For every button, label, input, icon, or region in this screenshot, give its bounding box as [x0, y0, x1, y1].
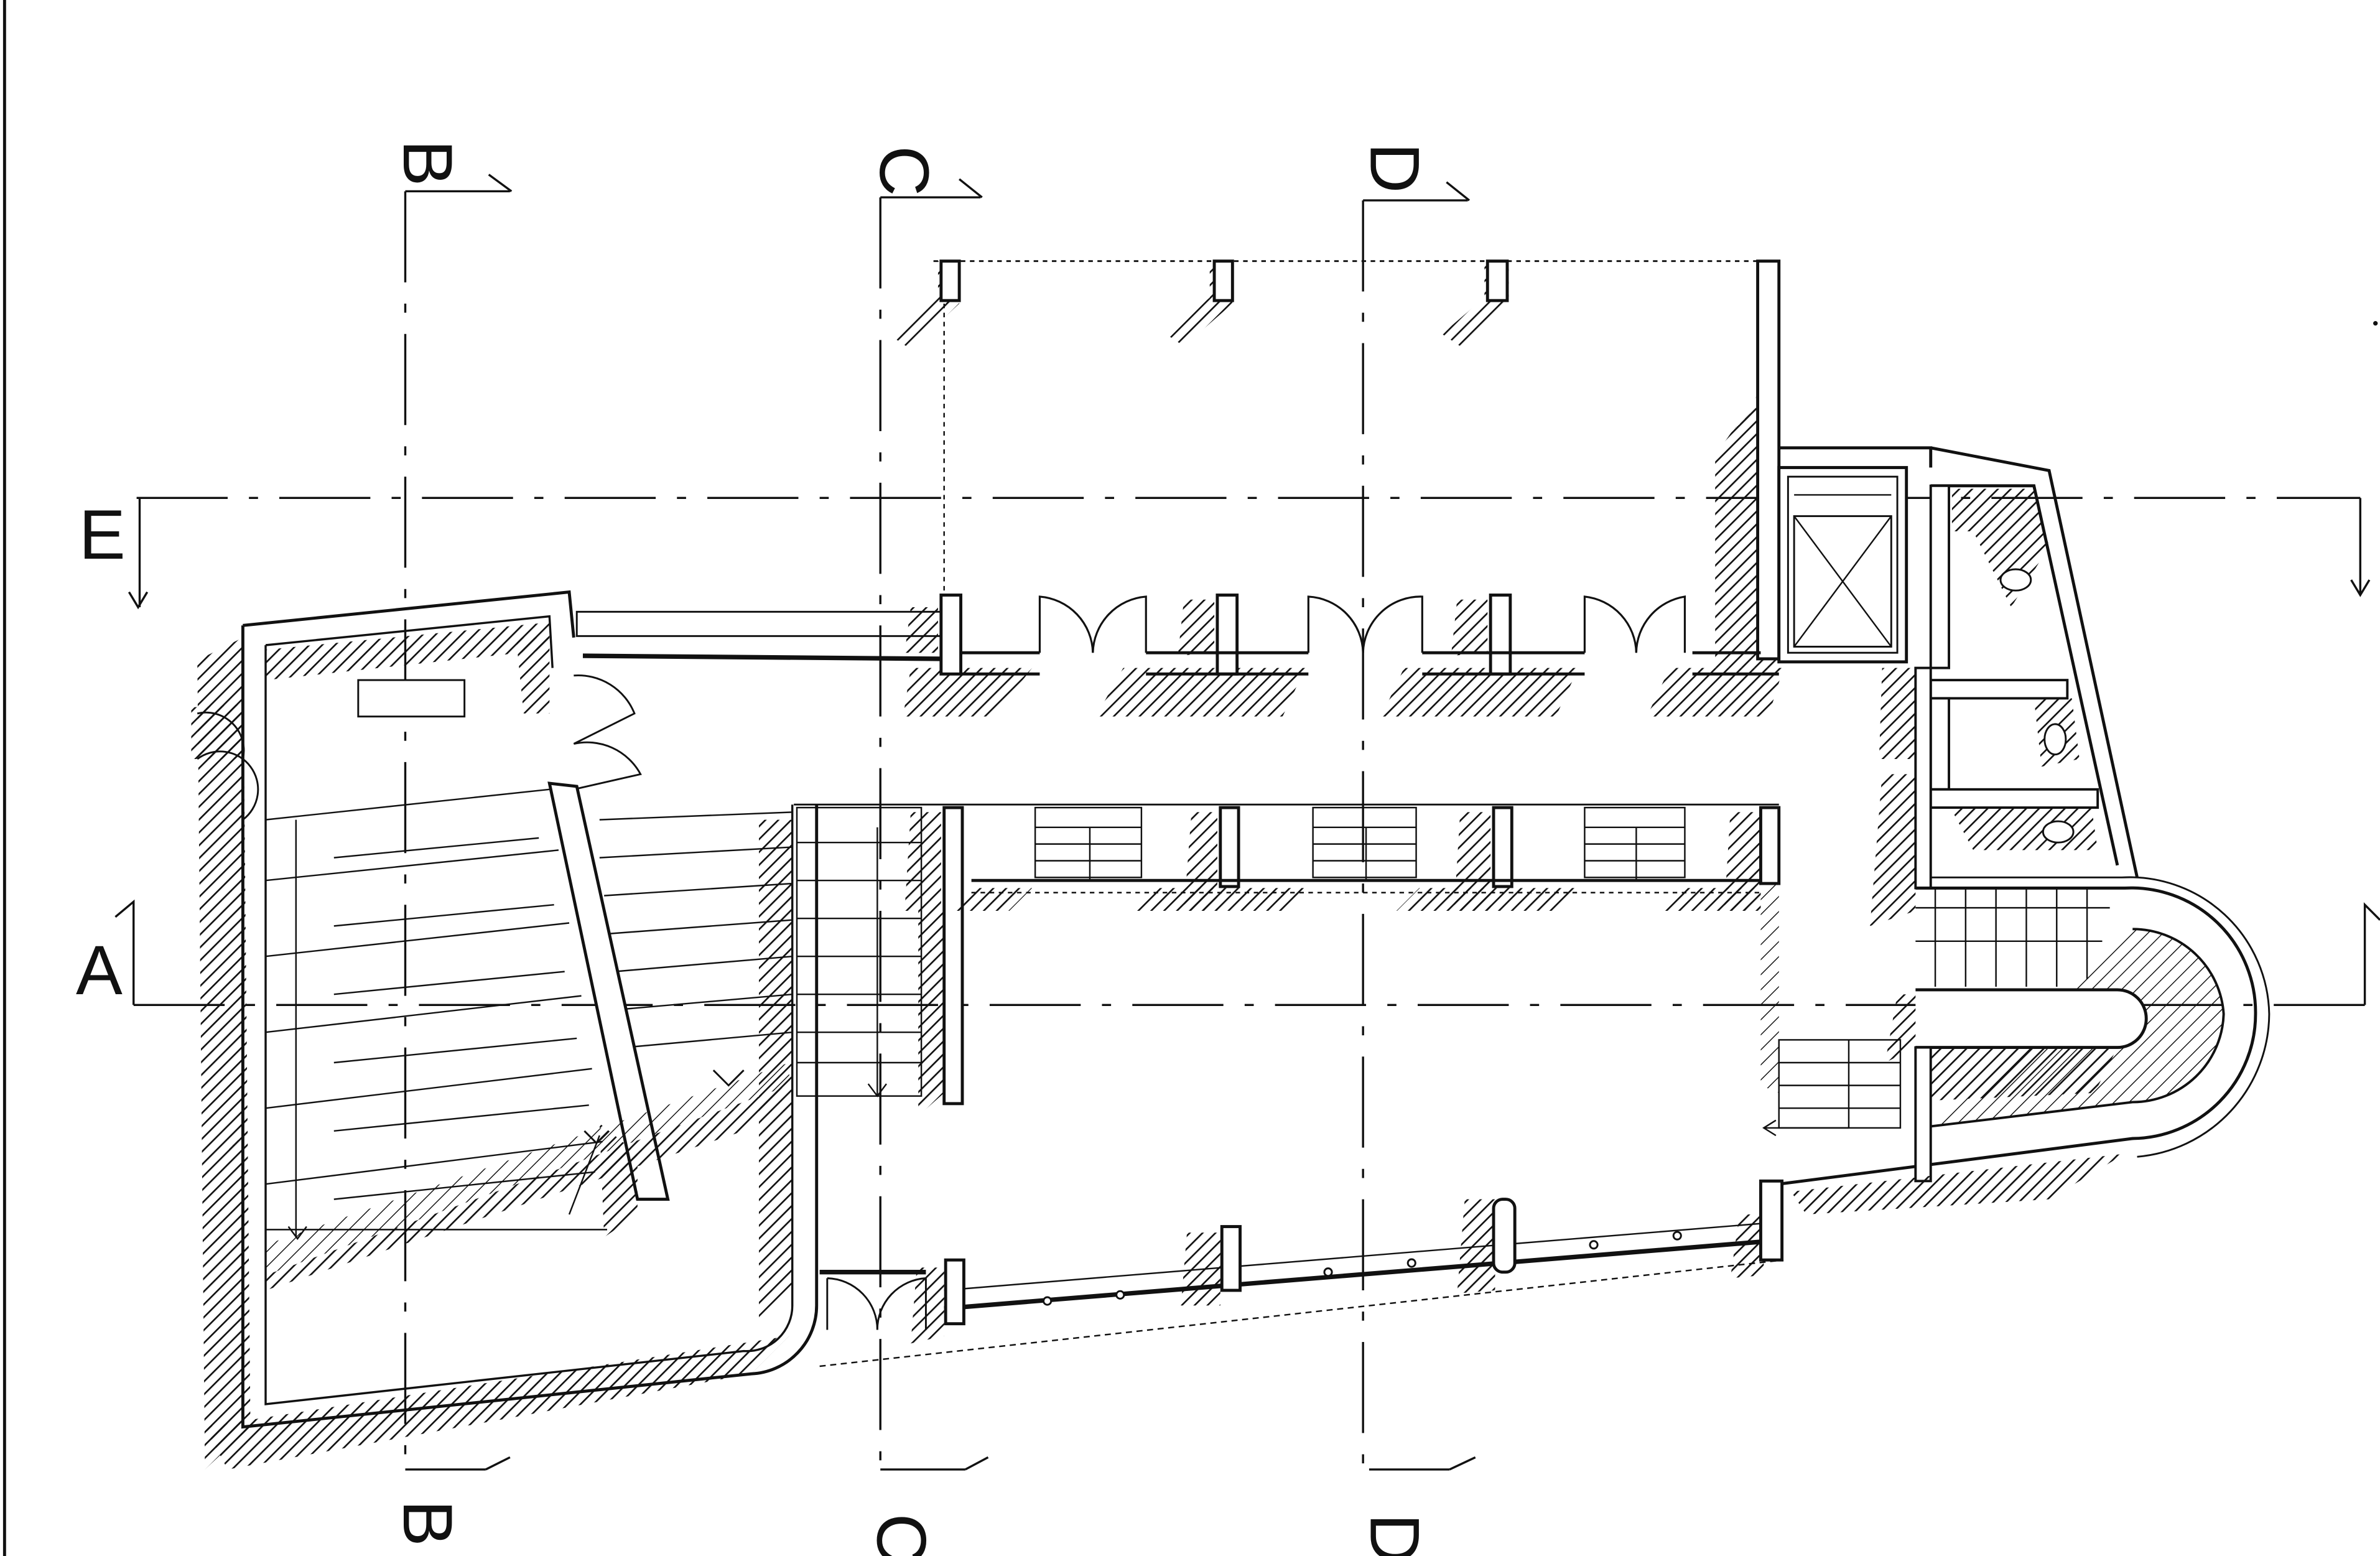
section-label-c-bottom: C — [862, 1514, 941, 1556]
upper-terrace — [892, 259, 1781, 668]
section-label-d-bottom: D — [1355, 1514, 1434, 1556]
section-label-c-top: C — [865, 146, 944, 196]
lift-shaft — [1777, 466, 1908, 664]
section-label-b-bottom: B — [389, 1500, 467, 1547]
section-label-a: A — [76, 931, 123, 1009]
lower-hall — [794, 803, 1784, 1367]
office-row-walls — [575, 594, 1784, 717]
main-stair-block — [191, 590, 819, 1470]
edge-mark — [2373, 321, 2378, 326]
curved-stair — [1762, 876, 2271, 1214]
section-label-e: E — [79, 495, 126, 574]
toilet-block — [1778, 446, 2139, 926]
section-label-d-top: D — [1355, 142, 1434, 193]
section-label-b-top: B — [389, 139, 467, 186]
